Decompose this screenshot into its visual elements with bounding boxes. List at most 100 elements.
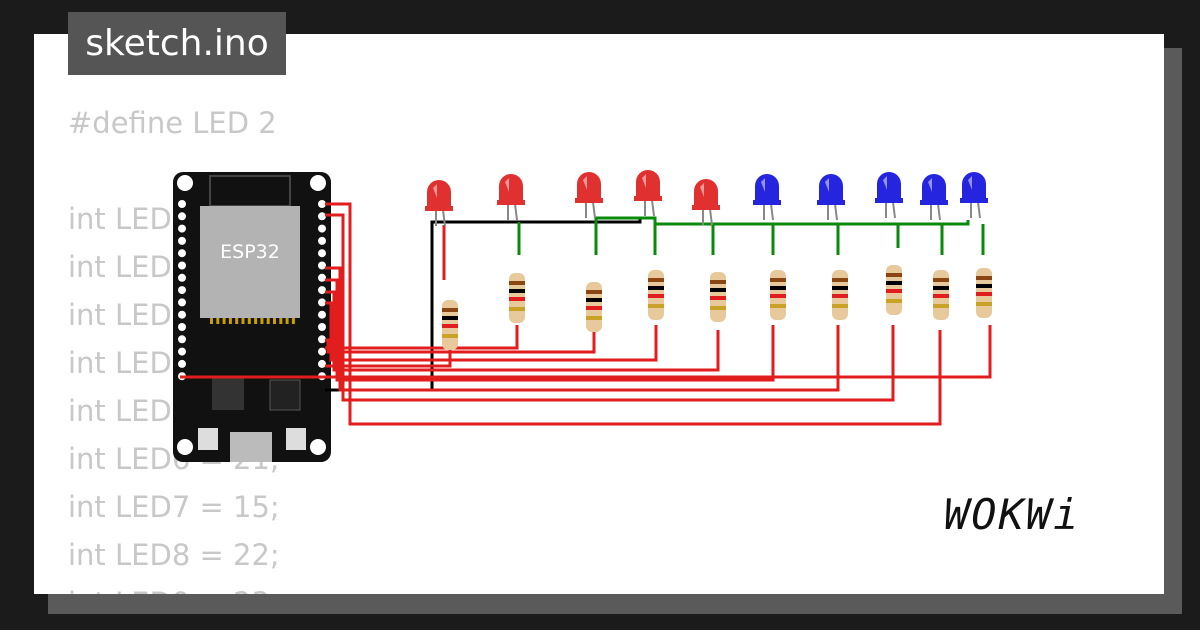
header-pin[interactable] bbox=[178, 310, 186, 319]
header-pin[interactable] bbox=[318, 261, 326, 270]
header-pin[interactable] bbox=[178, 347, 186, 356]
module-pad bbox=[235, 318, 239, 324]
wire-led3 bbox=[325, 330, 596, 354]
led-red[interactable] bbox=[694, 179, 718, 209]
header-pin[interactable] bbox=[318, 347, 326, 356]
led-rim bbox=[497, 200, 525, 205]
header-pin[interactable] bbox=[178, 286, 186, 295]
module-pad bbox=[285, 318, 289, 324]
led-rim bbox=[753, 200, 781, 205]
header-pin[interactable] bbox=[318, 335, 326, 344]
header-pin[interactable] bbox=[178, 273, 186, 282]
led-leg bbox=[709, 208, 713, 226]
header-pin[interactable] bbox=[178, 224, 186, 233]
led-blue[interactable] bbox=[877, 172, 901, 202]
header-pin[interactable] bbox=[178, 261, 186, 270]
header-pin[interactable] bbox=[318, 212, 326, 221]
header-pin[interactable] bbox=[178, 335, 186, 344]
resistor-band bbox=[442, 334, 458, 338]
led-rim bbox=[575, 198, 603, 203]
resistor-band bbox=[933, 304, 949, 308]
module-pad bbox=[254, 318, 258, 324]
led-rim bbox=[920, 200, 948, 205]
resistor-band bbox=[648, 294, 664, 298]
led-highlight bbox=[761, 178, 765, 192]
led-highlight bbox=[505, 178, 509, 192]
resistor-band bbox=[710, 306, 726, 310]
led-red[interactable] bbox=[427, 180, 451, 210]
header-pin[interactable] bbox=[178, 236, 186, 245]
header-pin[interactable] bbox=[178, 200, 186, 208]
resistor-band bbox=[586, 316, 602, 320]
wire-led2 bbox=[325, 325, 519, 350]
led-blue[interactable] bbox=[922, 174, 946, 204]
resistor-band bbox=[976, 276, 992, 280]
module-pad bbox=[222, 318, 226, 324]
led-red[interactable] bbox=[499, 174, 523, 204]
led-red[interactable] bbox=[577, 172, 601, 202]
led-leg bbox=[442, 209, 446, 227]
led-rim bbox=[960, 198, 988, 203]
led-highlight bbox=[825, 178, 829, 192]
led-highlight bbox=[968, 176, 972, 190]
header-pin[interactable] bbox=[318, 273, 326, 282]
resistors bbox=[442, 265, 992, 350]
header-pin[interactable] bbox=[178, 359, 186, 368]
wokwi-logo: WOKWi bbox=[944, 490, 1081, 539]
header-pin[interactable] bbox=[318, 359, 326, 368]
led-blue[interactable] bbox=[755, 174, 779, 204]
file-tab[interactable]: sketch.ino bbox=[68, 12, 286, 75]
led-blue[interactable] bbox=[962, 172, 986, 202]
regulator-chip bbox=[212, 376, 244, 410]
header-pin[interactable] bbox=[178, 249, 186, 258]
header-pin[interactable] bbox=[318, 310, 326, 319]
module-pad bbox=[247, 318, 251, 324]
resistor-band bbox=[832, 278, 848, 282]
wire-led9 bbox=[325, 202, 942, 426]
header-pin[interactable] bbox=[178, 298, 186, 307]
header-pin[interactable] bbox=[318, 323, 326, 331]
header-pin[interactable] bbox=[318, 286, 326, 295]
resistor-band bbox=[648, 286, 664, 290]
resistor-band bbox=[442, 308, 458, 312]
header-pin[interactable] bbox=[318, 298, 326, 307]
resistor-band bbox=[770, 304, 786, 308]
resistor-band bbox=[976, 284, 992, 288]
header-pin[interactable] bbox=[318, 236, 326, 245]
module-pad bbox=[266, 318, 270, 324]
code-line-1: #define LED 2 bbox=[68, 106, 277, 140]
resistor-band bbox=[509, 297, 525, 301]
header-pin[interactable] bbox=[178, 323, 186, 331]
resistor-band bbox=[886, 299, 902, 303]
led-red[interactable] bbox=[636, 170, 660, 200]
esp32-board[interactable]: ESP32 bbox=[173, 172, 331, 462]
code-line-10: int LED8 = 22; bbox=[68, 538, 280, 572]
en-button[interactable] bbox=[286, 428, 306, 450]
led-leg bbox=[834, 203, 838, 221]
led-leg bbox=[937, 203, 941, 221]
leds bbox=[425, 170, 988, 227]
boot-button[interactable] bbox=[198, 428, 218, 450]
module-pad bbox=[216, 318, 220, 324]
header-pin[interactable] bbox=[318, 249, 326, 258]
header-pin[interactable] bbox=[318, 200, 326, 208]
resistor-band bbox=[509, 281, 525, 285]
module-pad bbox=[241, 318, 245, 324]
led-highlight bbox=[928, 178, 932, 192]
wire-led10 bbox=[180, 325, 992, 379]
header-pin[interactable] bbox=[318, 224, 326, 233]
resistor-band bbox=[886, 273, 902, 277]
resistor-band bbox=[509, 289, 525, 293]
led-leg bbox=[592, 201, 596, 219]
header-pin[interactable] bbox=[178, 212, 186, 221]
resistor-band bbox=[442, 324, 458, 328]
wires bbox=[180, 202, 992, 426]
wire-led7 bbox=[325, 266, 840, 392]
usb-chip bbox=[269, 379, 301, 411]
led-blue[interactable] bbox=[819, 174, 843, 204]
led-rim bbox=[692, 205, 720, 210]
resistor-band bbox=[832, 294, 848, 298]
pins-right bbox=[318, 200, 326, 381]
resistor-band bbox=[710, 280, 726, 284]
mount-hole bbox=[177, 175, 193, 191]
